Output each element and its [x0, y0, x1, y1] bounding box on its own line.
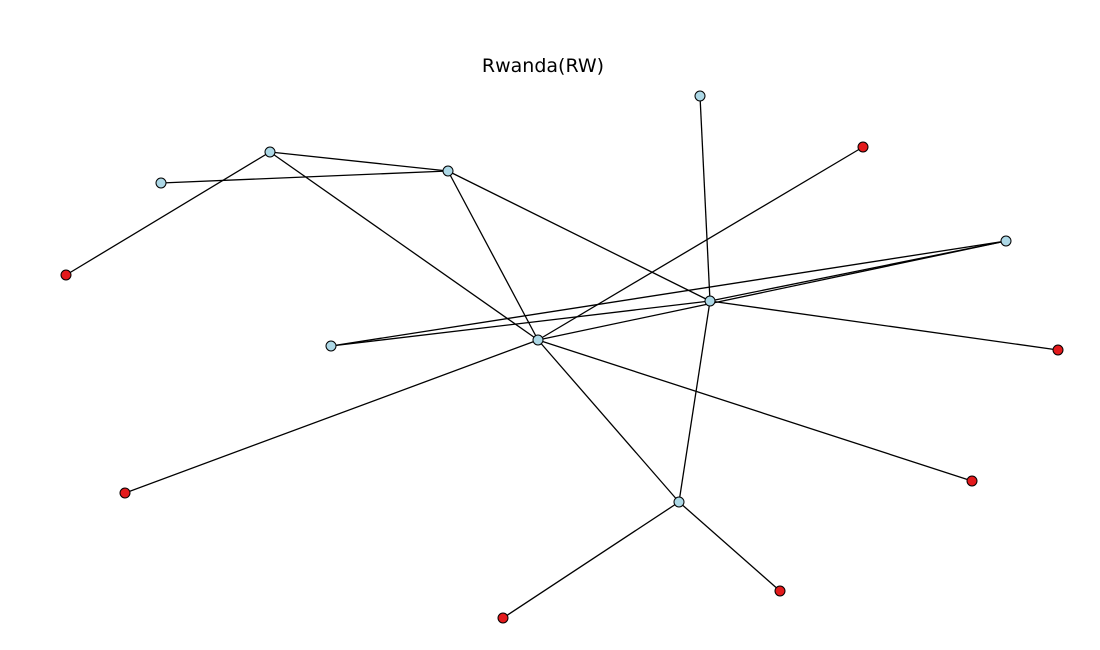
edge-n2-n6: [447, 170, 711, 302]
edge-layer: [65, 95, 1059, 619]
edge-n5-n9: [537, 339, 680, 503]
node-n3: [155, 177, 167, 189]
node-n4: [694, 90, 706, 102]
edge-n5-n14: [537, 146, 864, 341]
node-n13: [1052, 344, 1064, 356]
edge-n9-n16: [678, 501, 781, 592]
edge-n5-n11: [124, 339, 539, 494]
node-n6: [704, 295, 716, 307]
graph-title: Rwanda(RW): [482, 55, 604, 77]
edge-n5-n12: [537, 339, 973, 482]
node-n1: [264, 146, 276, 158]
edge-n6-n8: [330, 300, 711, 347]
node-n8: [325, 340, 337, 352]
node-n9: [673, 496, 685, 508]
edge-n2-n5: [447, 170, 539, 341]
node-n7: [1000, 235, 1012, 247]
edge-n9-n15: [502, 501, 680, 619]
node-n11: [119, 487, 131, 499]
edge-n5-n7: [537, 240, 1007, 341]
edge-n1-n10: [65, 151, 271, 276]
node-layer: [60, 90, 1064, 624]
edge-n1-n2: [269, 151, 449, 172]
edge-n8-n7: [330, 240, 1007, 347]
node-n2: [442, 165, 454, 177]
edge-n4-n6: [699, 95, 711, 302]
edge-n3-n2: [160, 170, 449, 184]
node-n5: [532, 334, 544, 346]
node-n14: [857, 141, 869, 153]
node-n10: [60, 269, 72, 281]
node-n16: [774, 585, 786, 597]
edge-n1-n5: [269, 151, 539, 341]
edge-n6-n13: [709, 300, 1059, 351]
node-n12: [966, 475, 978, 487]
edge-n6-n9: [678, 300, 711, 503]
node-n15: [497, 612, 509, 624]
